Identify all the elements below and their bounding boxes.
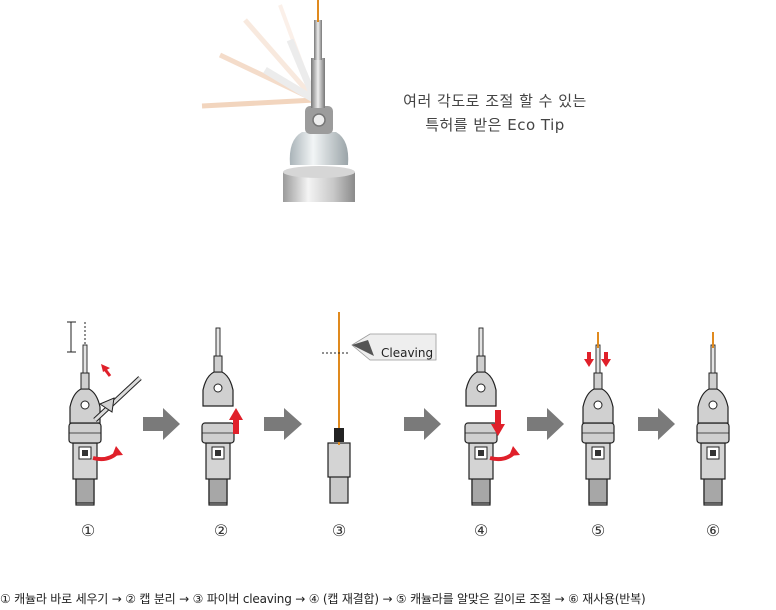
eco-tip-photo bbox=[201, 0, 355, 202]
steps-diagram: Cleaving bbox=[67, 312, 730, 506]
step-number-5: ⑤ bbox=[590, 521, 606, 540]
step-1-illustration bbox=[67, 321, 142, 506]
step-number-2: ② bbox=[213, 521, 229, 540]
hero-line-2: 특허를 받은 Eco Tip bbox=[425, 116, 565, 134]
flow-arrow-5 bbox=[638, 408, 675, 440]
process-caption: ① 캐뉼라 바로 세우기 → ② 캡 분리 → ③ 파이버 cleaving →… bbox=[0, 592, 646, 606]
hero-line-1: 여러 각도로 조절 할 수 있는 bbox=[403, 92, 587, 110]
step-5-illustration bbox=[581, 332, 615, 506]
step-6-illustration bbox=[696, 332, 730, 506]
step-number-4: ④ bbox=[473, 521, 489, 540]
step-2-illustration bbox=[201, 327, 243, 506]
flow-arrow-4 bbox=[527, 408, 564, 440]
step-number-1: ① bbox=[80, 521, 96, 540]
flow-arrow-2 bbox=[264, 408, 302, 440]
step-number-6: ⑥ bbox=[705, 521, 721, 540]
step-4-illustration bbox=[464, 327, 520, 506]
hero-section: 여러 각도로 조절 할 수 있는 특허를 받은 Eco Tip bbox=[0, 0, 776, 260]
cleaving-label: Cleaving bbox=[381, 346, 433, 360]
step-3-illustration: Cleaving bbox=[322, 312, 437, 504]
flow-arrow-3 bbox=[404, 408, 441, 440]
step-number-3: ③ bbox=[331, 521, 347, 540]
flow-arrow-1 bbox=[143, 408, 180, 440]
